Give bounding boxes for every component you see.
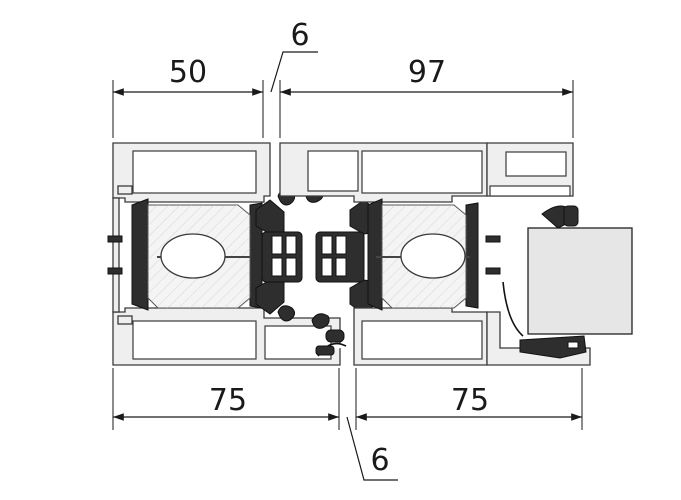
dim-top-left: 50 [169,55,207,90]
dim-bottom-left: 75 [209,383,247,418]
right-sash-profile [279,142,501,366]
dim-bottom-right: 75 [451,383,489,418]
leader-bottom-gap [346,416,398,481]
left-frame-profile [107,142,341,366]
dim-bottom-gap: 6 [370,443,389,478]
right-insulation-core [376,204,470,309]
dim-top-gap: 6 [290,18,309,53]
top-dimension-group: 50 97 6 [112,18,574,138]
glazing-area [486,142,633,366]
dim-top-right: 97 [408,55,446,90]
bottom-dimension-group: 75 75 6 [112,368,583,481]
leader-top-gap [270,51,318,93]
left-insulation-core [147,204,251,309]
